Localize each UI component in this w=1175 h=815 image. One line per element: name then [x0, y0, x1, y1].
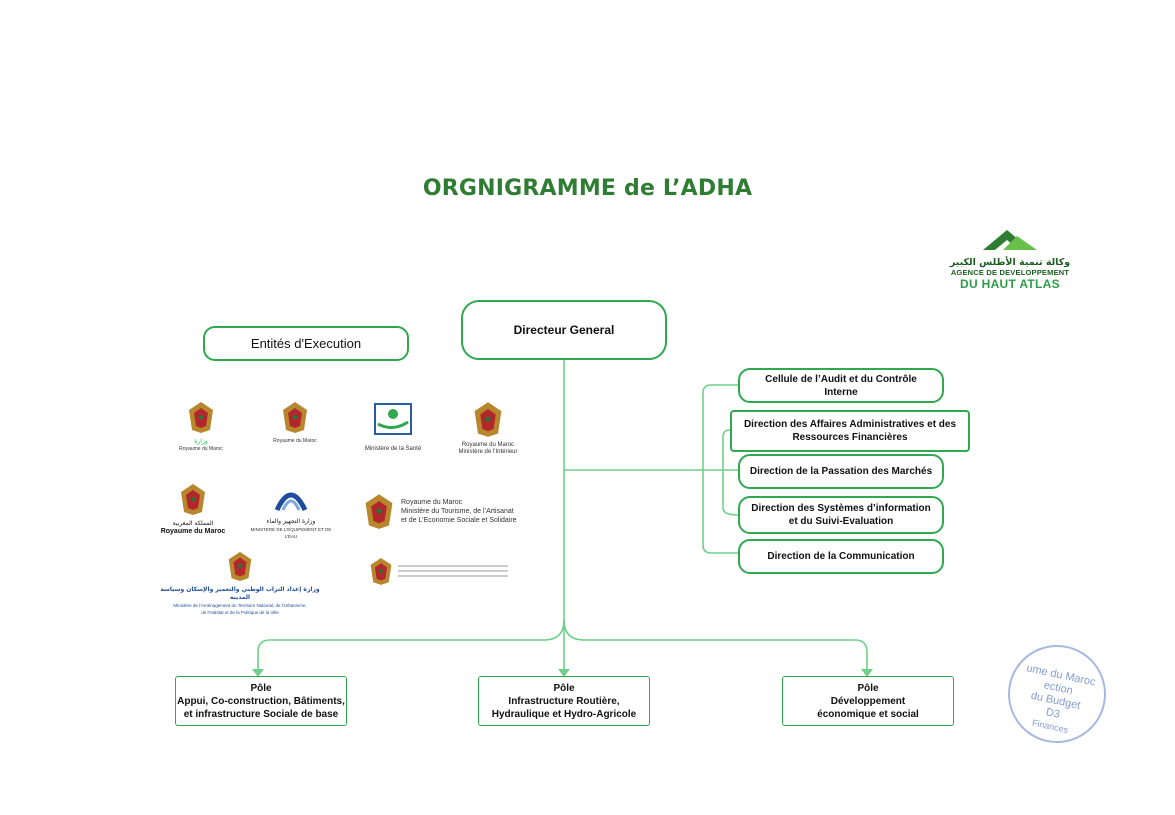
amenagement-caption2: de l'Habitat et de la Politique de la Vi… — [201, 610, 279, 615]
pole-label-line3: économique et social — [817, 708, 919, 720]
pole-label-line1: Pôle — [250, 682, 272, 694]
unit-communication: Direction de la Communication — [738, 539, 944, 574]
pole-label-line2: Appui, Co-construction, Bâtiments, — [177, 695, 345, 707]
moroccan-emblem-icon — [181, 484, 205, 515]
page-title: ORGNIGRAMME de L’ADHA — [422, 176, 753, 201]
unit-label-line1: Direction des Affaires Administratives e… — [743, 419, 957, 430]
moroccan-emblem-icon — [189, 402, 213, 433]
entites-execution-label: Entités d'Execution — [250, 336, 362, 351]
tourisme-line1: Royaume du Maroc — [401, 498, 463, 506]
logo-arabic: وكالة تنمية الأطلس الكبير — [949, 257, 1071, 268]
moroccan-emblem-icon — [365, 494, 393, 529]
logo-ministere-1: وزارة Royaume du Maroc — [164, 400, 238, 453]
logo-line1: AGENCE DE DEVELOPPEMENT — [950, 268, 1070, 277]
unit-label-line2: Ressources Financières — [792, 432, 908, 443]
interieur-line1: Royaume du Maroc — [461, 441, 515, 448]
health-ministry-icon — [374, 403, 412, 435]
royaume-caption: Royaume du Maroc — [160, 527, 226, 535]
logo-ministere-sante: Ministère de la Santé — [362, 402, 424, 453]
adha-logo: وكالة تنمية الأطلس الكبير AGENCE DE DEVE… — [945, 226, 1075, 291]
unit-label-line1: Cellule de l’Audit et du Contrôle Intern… — [765, 373, 917, 398]
pole-label-line3: et infrastructure Sociale de base — [183, 708, 339, 720]
pole-appui: Pôle Appui, Co-construction, Bâtiments, … — [175, 676, 347, 726]
logo-ministere-tourisme: Royaume du Maroc Ministère du Tourisme, … — [360, 492, 550, 530]
tourisme-line2: Ministère du Tourisme, de l’Artisanat — [401, 507, 514, 515]
moroccan-emblem-icon — [474, 402, 502, 437]
moroccan-emblem-icon — [283, 402, 307, 433]
logo-ministere-6 — [368, 556, 518, 586]
equipement-arabic: وزارة التجهيز والماء — [266, 517, 316, 525]
logo-ministere-amenagement: وزارة إعداد التراب الوطني والتعمير والإس… — [160, 550, 320, 617]
tourisme-line3: et de L’Economie Sociale et Solidaire — [401, 516, 517, 524]
unit-label-line1: Direction de la Passation des Marchés — [749, 466, 933, 477]
unit-systemes-information: Direction des Systèmes d’information et … — [738, 496, 944, 534]
interieur-line2: Ministère de l’Intérieur — [458, 449, 518, 455]
director-label: Directeur General — [513, 323, 615, 337]
unit-label-line1: Direction des Systèmes d’information — [751, 503, 931, 514]
pole-label-line1: Pôle — [553, 682, 575, 694]
moroccan-emblem-icon — [370, 558, 392, 585]
pole-label-line2: Développement — [830, 695, 906, 707]
pole-label-line2: Infrastructure Routière, — [508, 695, 620, 707]
director-box: Directeur General — [461, 300, 667, 360]
amenagement-caption1: Ministère de l'Aménagement du Territoire… — [173, 602, 307, 608]
unit-audit: Cellule de l’Audit et du Contrôle Intern… — [738, 368, 944, 403]
logo-line2: DU HAUT ATLAS — [960, 277, 1060, 291]
equipement-caption: MINISTERE DE L'EQUIPEMENT ET DE L'EAU — [250, 526, 332, 540]
entites-execution-box: Entités d'Execution — [203, 326, 409, 361]
pole-developpement: Pôle Développement économique et social — [782, 676, 954, 726]
pole-infrastructure: Pôle Infrastructure Routière, Hydrauliqu… — [478, 676, 650, 726]
logo-ministere-interieur: Royaume du Maroc Ministère de l’Intérieu… — [446, 400, 530, 457]
unit-label-line2: et du Suivi-Evaluation — [788, 516, 894, 527]
royaume-arabic: المملكة المغربية — [172, 519, 214, 527]
sante-caption: Ministère de la Santé — [364, 445, 422, 452]
unit-passation-marches: Direction de la Passation des Marchés — [738, 454, 944, 489]
logo-royaume-du-maroc: المملكة المغربية Royaume du Maroc — [156, 482, 230, 535]
unit-label-line1: Direction de la Communication — [767, 551, 915, 562]
logo-ministere-2: Royaume du Maroc — [258, 400, 332, 445]
unit-affaires-administratives: Direction des Affaires Administratives e… — [730, 410, 970, 452]
logo-ministere-equipement: وزارة التجهيز والماء MINISTERE DE L'EQUI… — [246, 480, 336, 541]
equipement-ministry-icon — [274, 492, 308, 512]
pole-label-line1: Pôle — [857, 682, 879, 694]
pole-label-line3: Hydraulique et Hydro-Agricole — [491, 708, 637, 720]
amenagement-arabic: وزارة إعداد التراب الوطني والتعمير والإس… — [160, 585, 320, 601]
moroccan-emblem-icon — [228, 551, 252, 582]
mountain-logo-icon — [983, 230, 1037, 250]
